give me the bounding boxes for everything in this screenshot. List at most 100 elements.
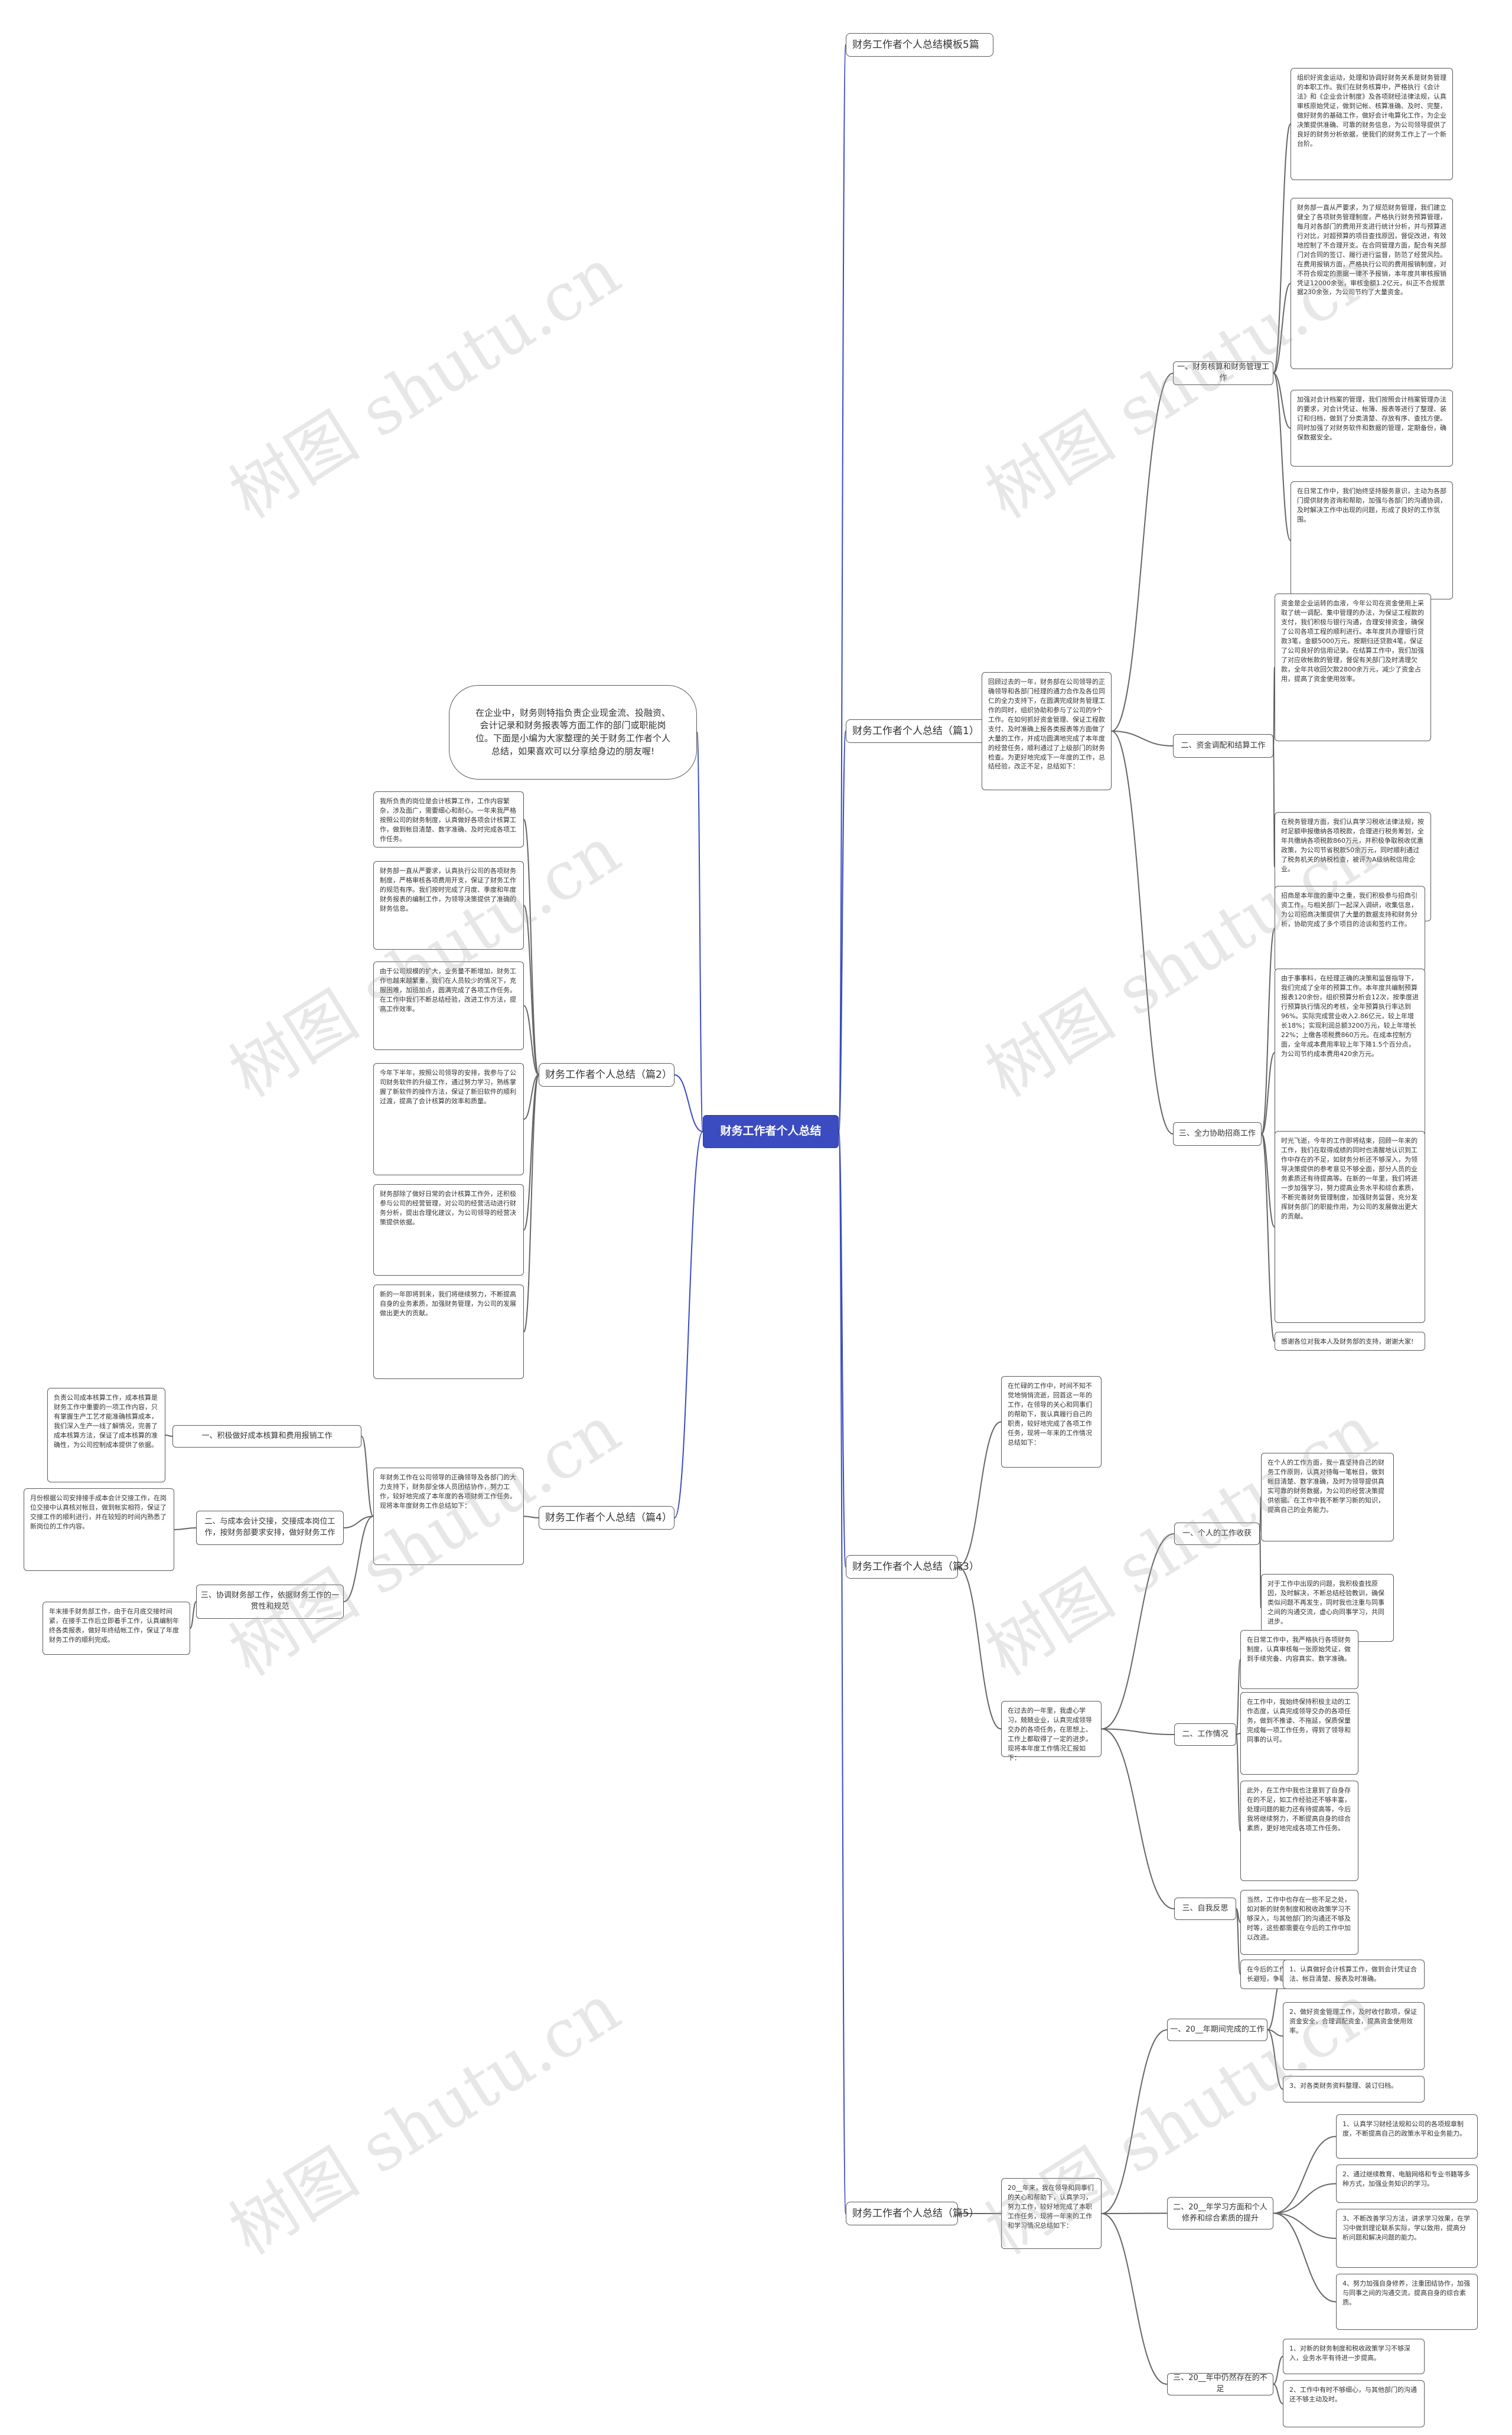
p1-s1-text-1[interactable]: 组织好资金运动，处理和协调好财务关系是财务管理的本职工作。我们在财务核算中，严格…	[1291, 68, 1453, 180]
p5-intro[interactable]: 20__年来，我在领导和同事们的关心和帮助下，认真学习，努力工作，较好地完成了本…	[1001, 2178, 1102, 2249]
connector-line	[523, 1005, 539, 1075]
connector-line	[1273, 2384, 1283, 2404]
connector-line	[1111, 731, 1174, 1135]
p2-text-2[interactable]: 财务部一直从严要求，认真执行公司的各项财务制度，严格审核各项费用开支，保证了财务…	[373, 861, 524, 950]
p3-s1[interactable]: 一、个人的工作收获	[1174, 1523, 1260, 1545]
connector-line	[1236, 1734, 1241, 1831]
p5-s2-text-3[interactable]: 3、不断改善学习方法，讲求学习效果，在学习中做到理论联系实际，学以致用，提高分析…	[1336, 2209, 1478, 2268]
p1-s1-text-4[interactable]: 在日常工作中，我们始终坚持服务意识，主动为各部门提供财务咨询和帮助，加强与各部门…	[1291, 481, 1453, 599]
connector-line	[674, 1131, 703, 1518]
p4-s3-text[interactable]: 年末接手财务部工作，由于在月底交接时间紧，在接手工作后立即着手工作，认真编制年终…	[43, 1602, 190, 1655]
p4-intro[interactable]: 年财务工作在公司领导的正确领导及各部门的大力支持下，财务部全体人员团结协作，努力…	[373, 1468, 524, 1565]
p5-s1[interactable]: 一、20__年期间完成的工作	[1167, 2019, 1267, 2041]
p1-intro[interactable]: 回顾过去的一年，财务部在公司领导的正确领导和各部门经理的通力合作及各位同仁的全力…	[982, 672, 1112, 790]
connector-line	[1101, 2213, 1168, 2385]
connector-line	[523, 1074, 539, 1231]
p1-s3-text-2[interactable]: 由于事事料，在经理正确的决策和监督指导下，我们完成了全年的预算工作。本年度共编制…	[1275, 969, 1425, 1137]
intro-bubble[interactable]: 在企业中，财务则特指负责企业现金流、投融资、会计记录和财务报表等方面工作的部门或…	[449, 685, 697, 780]
connector-line	[523, 1074, 539, 1332]
connector-line	[1236, 1659, 1241, 1735]
p4-s2-text[interactable]: 月份根据公司安排接手成本会计交接工作，在岗位交接中认真核对帐目，做到帐实相符，保…	[24, 1488, 174, 1571]
p5-s2-text-1[interactable]: 1、认真学习财经法规和公司的各项规章制度，不断提高自己的政策水平和业务能力。	[1336, 2114, 1478, 2159]
p3-s2[interactable]: 二、工作情况	[1174, 1723, 1236, 1746]
p5-s1-text-2[interactable]: 2、做好资金管理工作，及时收付款项，保证资金安全，合理调配资金，提高资金使用效率…	[1283, 2002, 1425, 2070]
connector-line	[1267, 2029, 1283, 2037]
branch-p5[interactable]: 财务工作者个人总结（篇5）	[846, 2202, 979, 2225]
p1-s3[interactable]: 三、全力协助招商工作	[1173, 1122, 1262, 1146]
p4-s2[interactable]: 二、与成本会计交接，交接成本岗位工作，按财务部要求安排，做好财务工作	[196, 1511, 344, 1545]
connector-line	[1101, 1533, 1175, 1730]
connector-line	[1273, 745, 1275, 868]
connector-line	[1273, 2356, 1283, 2385]
p2-text-6[interactable]: 新的一年即将到来，我们将继续努力，不断提高自身的业务素质，加强财务管理，为公司的…	[373, 1285, 524, 1379]
connector-line	[957, 1566, 1002, 1730]
connector-line	[165, 1435, 173, 1437]
p4-s1-text[interactable]: 负责公司成本核算工作，成本核算是财务工作中重要的一项工作内容，只有掌握生产工艺才…	[47, 1388, 165, 1482]
connector-line	[1111, 373, 1174, 732]
connector-line	[838, 1131, 846, 1567]
p5-s1-text-1[interactable]: 1、认真做好会计核算工作，做到会计凭证合法、帐目清楚、报表及时准确。	[1283, 1960, 1425, 1989]
p4-s1[interactable]: 一、积极做好成本核算和费用报销工作	[172, 1425, 361, 1448]
connector-line	[523, 905, 539, 1075]
p1-s3-text-3[interactable]: 时光飞逝，今年的工作即将结束，回顾一年来的工作，我们在取得成绩的同时也清醒地认识…	[1275, 1131, 1425, 1323]
p3-s3[interactable]: 三、自我反思	[1174, 1898, 1236, 1920]
p5-s3-text-2[interactable]: 2、工作中有时不够细心，与其他部门的沟通还不够主动及时。	[1283, 2380, 1425, 2427]
connector-line	[1259, 1497, 1262, 1534]
connector-line	[674, 1074, 703, 1132]
p3-s2-text-1[interactable]: 在日常工作中，我严格执行各项财务制度，认真审核每一张原始凭证，做到手续完备、内容…	[1240, 1630, 1358, 1689]
connector-line	[1273, 373, 1291, 541]
p3-intro-2[interactable]: 在过去的一年里，我虚心学习，兢兢业业，认真完成领导交办的各项任务，在思想上、工作…	[1001, 1701, 1102, 1762]
p5-s2[interactable]: 二、20__年学习方面和个人修养和综合素质的提升	[1167, 2197, 1273, 2229]
p3-s2-text-3[interactable]: 此外，在工作中我也注意到了自身存在的不足，如工作经验还不够丰富，处理问题的能力还…	[1240, 1781, 1358, 1881]
p5-s3[interactable]: 三、20__年中仍然存在的不足	[1167, 2373, 1273, 2395]
connector-line	[838, 731, 846, 1132]
connector-line	[190, 1601, 197, 1629]
p1-s3-text-1[interactable]: 招商是本年度的重中之重，我们积极参与招商引资工作，与相关部门一起深入调研，收集信…	[1275, 886, 1425, 972]
connector-line	[1111, 731, 1174, 747]
connector-line	[343, 1515, 374, 1528]
connector-line	[1273, 667, 1275, 747]
root-node[interactable]: 财务工作者个人总结	[703, 1115, 839, 1148]
p5-s3-text-1[interactable]: 1、对新的财务制度和税收政策学习不够深入，业务水平有待进一步提高。	[1283, 2339, 1425, 2374]
p1-s3-text-4[interactable]: 感谢各位对我本人及财务部的支持，谢谢大家!	[1275, 1332, 1425, 1351]
p3-s2-text-2[interactable]: 在工作中，我始终保持积极主动的工作态度，认真完成领导交办的各项任务，做到不推诿、…	[1240, 1692, 1358, 1775]
connector-line	[696, 732, 703, 1132]
branch-p1[interactable]: 财务工作者个人总结（篇1）	[846, 719, 993, 743]
connector-line	[1273, 283, 1291, 374]
p1-s1[interactable]: 一、财务核算和财务管理工作	[1173, 361, 1273, 385]
p3-s3-text-1[interactable]: 当然，工作中也存在一些不足之处，如对新的财务制度和税收政策学习不够深入，与其他部…	[1240, 1890, 1358, 1955]
p2-text-3[interactable]: 由于公司规模的扩大，业务量不断增加，财务工作也越来越繁重，我们在人员较少的情况下…	[373, 961, 524, 1050]
p2-text-4[interactable]: 今年下半年，按照公司领导的安排，我参与了公司财务软件的升级工作，通过努力学习，熟…	[373, 1063, 524, 1175]
connector-line	[1273, 2212, 1337, 2239]
connector-line	[1259, 1533, 1262, 1609]
connector-line	[957, 1421, 1002, 1567]
connector-line	[343, 1515, 374, 1602]
p2-text-1[interactable]: 我所负责的岗位是会计核算工作，工作内容繁杂，涉及面广，需要细心和耐心。一年来我严…	[373, 791, 524, 847]
connector-line	[1261, 1052, 1275, 1135]
p3-intro-1[interactable]: 在忙碌的工作中，时间不知不觉地悄悄流逝，回首这一年的工作，在领导的关心和同事们的…	[1001, 1376, 1102, 1468]
p1-s1-text-3[interactable]: 加强对会计档案的管理，我们按照会计档案管理办法的要求，对会计凭证、帐簿、报表等进…	[1291, 390, 1453, 467]
connector-line	[1273, 373, 1291, 429]
connector-line	[523, 1515, 539, 1518]
connector-line	[838, 1131, 846, 2214]
branch-p4[interactable]: 财务工作者个人总结（篇4）	[539, 1506, 674, 1530]
p4-s3[interactable]: 三、协调财务部工作，依据财务工作的一贯性和规范	[196, 1585, 344, 1619]
branch-p2[interactable]: 财务工作者个人总结（篇2）	[539, 1063, 674, 1087]
connector-line	[1236, 1733, 1241, 1735]
connector-line	[1101, 1728, 1175, 1909]
p1-s1-text-2[interactable]: 财务部一直从严要求，为了规范财务管理，我们建立健全了各项财务管理制度，严格执行财…	[1291, 198, 1453, 369]
p1-s2[interactable]: 二、资金调配和结算工作	[1173, 734, 1273, 758]
p2-text-5[interactable]: 财务部除了做好日常的会计核算工作外，还积极参与公司的经营管理，对公司的经营活动进…	[373, 1184, 524, 1276]
p1-s2-text-1[interactable]: 资金是企业运转的血液，今年公司在资金使用上采取了统一调配、集中管理的办法，为保证…	[1275, 594, 1431, 741]
connector-line	[1273, 2212, 1337, 2303]
branch-p3[interactable]: 财务工作者个人总结（篇3）	[846, 1555, 979, 1579]
connector-line	[1273, 123, 1291, 374]
p3-s1-text-1[interactable]: 在个人的工作方面，我一直坚持自己的财务工作原则，认真对待每一笔帐目，做到帐目清楚…	[1261, 1453, 1394, 1541]
p5-s2-text-2[interactable]: 2、通过继续教育、电脑网络和专业书籍等多种方式，加强业务知识的学习。	[1336, 2165, 1478, 2203]
connector-line	[1101, 1728, 1175, 1735]
connector-line	[523, 1074, 539, 1120]
connector-line	[1273, 2136, 1337, 2214]
branch-top-label[interactable]: 财务工作者个人总结模板5篇	[846, 33, 993, 57]
p5-s2-text-4[interactable]: 4、努力加强自身修养，注重团结协作，加强与同事之间的沟通交流，提高自身的综合素质…	[1336, 2274, 1478, 2330]
p5-s1-text-3[interactable]: 3、对各类财务资料整理、装订归档。	[1283, 2076, 1425, 2102]
